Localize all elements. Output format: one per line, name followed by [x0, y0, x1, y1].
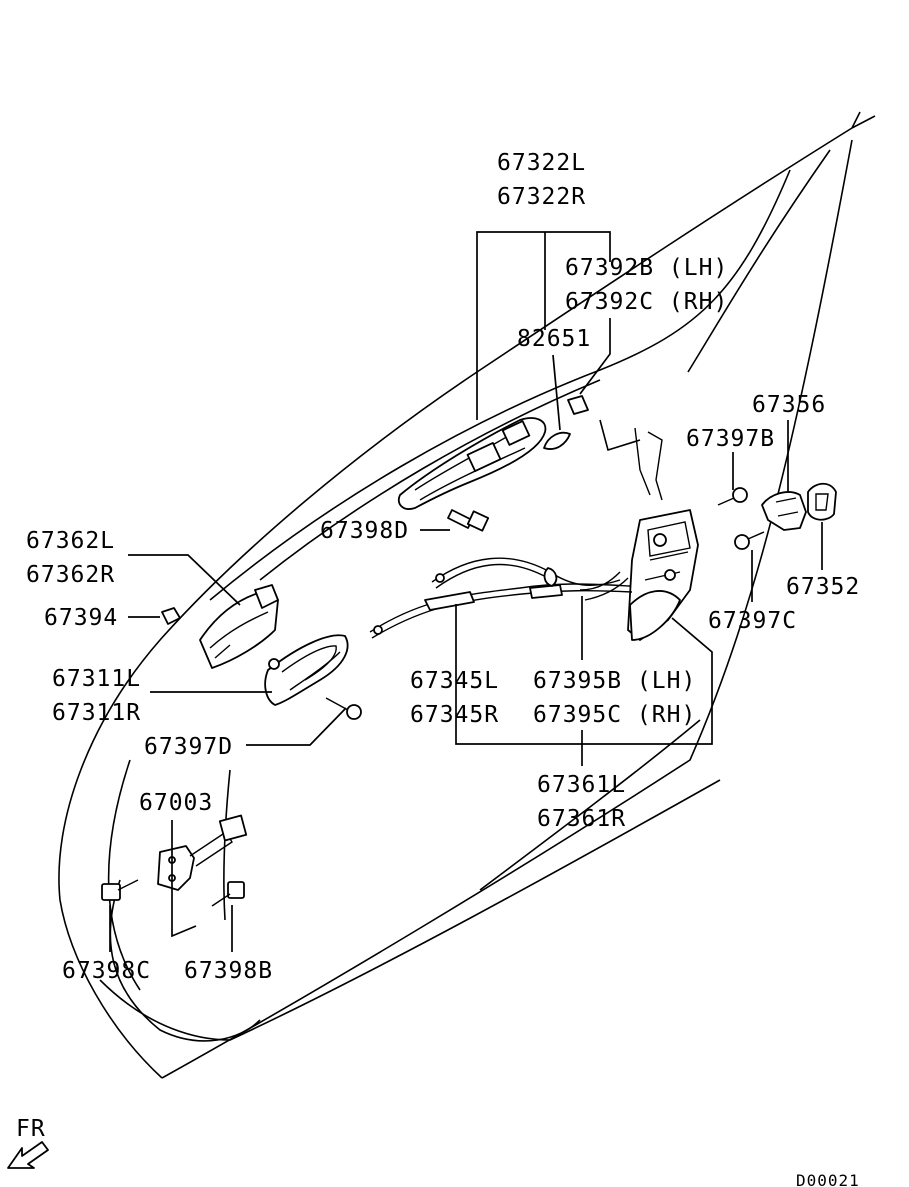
label-67397d: 67397D: [144, 734, 233, 760]
label-82651: 82651: [517, 326, 591, 352]
label-67397c: 67397C: [708, 608, 797, 634]
label-67352: 67352: [786, 574, 860, 600]
screw-67397b: [717, 487, 748, 506]
label-67398b: 67398B: [184, 958, 273, 984]
label-67395b: 67395B (LH): [533, 668, 696, 694]
latch-rods: [634, 427, 663, 501]
striker-67356: [761, 491, 807, 531]
label-67356: 67356: [752, 392, 826, 418]
lock-cables: [369, 557, 633, 639]
label-67392c: 67392C (RH): [565, 289, 728, 315]
label-67392b: 67392B (LH): [565, 255, 728, 281]
fr-arrow-icon: [7, 1141, 49, 1169]
diagram-code: D00021: [796, 1171, 860, 1187]
inside-handle-bezel: [199, 584, 279, 669]
label-67362l: 67362L: [26, 528, 115, 554]
screw-67398d: [447, 509, 490, 532]
label-67361r: 67361R: [537, 806, 626, 832]
front-direction-marker: FR: [7, 1116, 49, 1169]
inside-door-handle: [264, 634, 349, 706]
clip-67392: [567, 395, 589, 415]
label-67311r: 67311R: [52, 700, 141, 726]
fr-label: FR: [16, 1116, 46, 1142]
label-67362r: 67362R: [26, 562, 115, 588]
label-67322r: 67322R: [497, 184, 586, 210]
label-67398c: 67398C: [62, 958, 151, 984]
door-check-67003: [157, 814, 248, 891]
label-67361l: 67361L: [537, 772, 626, 798]
label-67311l: 67311L: [52, 666, 141, 692]
outside-door-handle: [397, 417, 547, 510]
shim-67352: [807, 482, 837, 521]
leader-lines: [109, 231, 823, 952]
label-67345l: 67345L: [410, 668, 499, 694]
nut-67394: [161, 607, 181, 625]
label-67397b: 67397B: [686, 426, 775, 452]
bolt-67398b: [211, 881, 245, 907]
callout-labels: 67322L 67322R 67392B (LH) 67392C (RH) 82…: [26, 150, 860, 984]
door-latch-assembly: [627, 509, 699, 641]
label-67345r: 67345R: [410, 702, 499, 728]
handle-cap: [543, 431, 571, 450]
screw-67397d: [325, 697, 362, 720]
label-67398d: 67398D: [320, 518, 409, 544]
label-67003: 67003: [139, 790, 213, 816]
bolt-67398c: [101, 879, 139, 901]
label-67394: 67394: [44, 605, 118, 631]
label-67322l: 67322L: [497, 150, 586, 176]
screw-67397c: [734, 531, 765, 550]
label-67395c: 67395C (RH): [533, 702, 696, 728]
